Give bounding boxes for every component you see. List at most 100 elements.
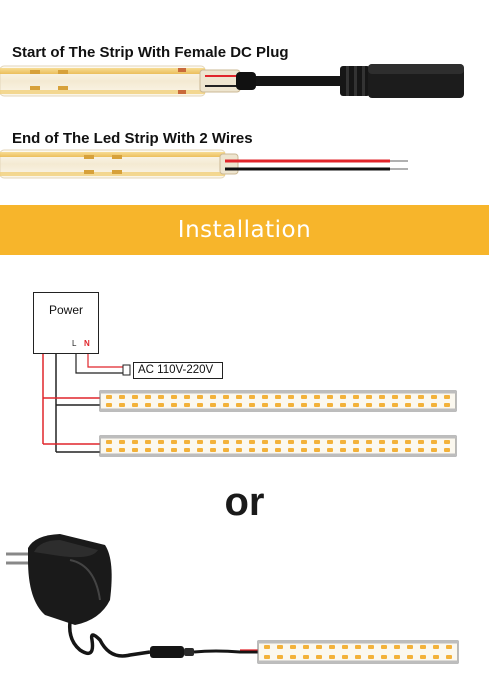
led-chip <box>342 655 348 659</box>
led-chip <box>444 403 450 407</box>
led-chip <box>418 403 424 407</box>
led-strip-adapter <box>257 640 459 664</box>
led-chip <box>288 395 294 399</box>
led-chip <box>314 440 320 444</box>
led-chip <box>264 645 270 649</box>
led-chip <box>249 395 255 399</box>
led-chip <box>379 440 385 444</box>
led-chip <box>132 395 138 399</box>
led-chip <box>366 448 372 452</box>
led-chip <box>171 448 177 452</box>
led-chip <box>316 655 322 659</box>
led-chip <box>353 395 359 399</box>
led-chip <box>379 448 385 452</box>
led-chip <box>171 395 177 399</box>
led-chip <box>223 403 229 407</box>
led-chip <box>366 403 372 407</box>
led-strip-diagram-1 <box>99 390 457 412</box>
led-chip <box>418 395 424 399</box>
led-chip <box>119 448 125 452</box>
led-chip <box>288 403 294 407</box>
led-chip <box>366 395 372 399</box>
led-chip <box>262 448 268 452</box>
led-chip <box>381 645 387 649</box>
led-chip <box>366 440 372 444</box>
led-chip <box>314 448 320 452</box>
led-chip <box>236 395 242 399</box>
led-chip <box>353 403 359 407</box>
led-chip <box>249 448 255 452</box>
led-chip <box>327 448 333 452</box>
led-chip <box>314 395 320 399</box>
led-chip <box>433 645 439 649</box>
led-chip <box>353 448 359 452</box>
led-chip <box>275 395 281 399</box>
led-chip <box>249 403 255 407</box>
led-chip <box>197 403 203 407</box>
led-chip <box>353 440 359 444</box>
led-chip <box>444 448 450 452</box>
led-chip <box>119 403 125 407</box>
led-chip <box>420 655 426 659</box>
led-chip <box>392 440 398 444</box>
led-chip <box>301 440 307 444</box>
led-chip <box>431 395 437 399</box>
led-chip <box>197 440 203 444</box>
led-chip <box>210 448 216 452</box>
led-chip <box>327 440 333 444</box>
led-chip <box>262 395 268 399</box>
led-chip <box>444 440 450 444</box>
led-chip <box>184 448 190 452</box>
led-chip <box>407 645 413 649</box>
led-chip <box>262 440 268 444</box>
led-chip <box>329 645 335 649</box>
led-strip-diagram-2 <box>99 435 457 457</box>
led-chip <box>158 395 164 399</box>
led-chip <box>340 448 346 452</box>
led-chip <box>405 448 411 452</box>
led-chip <box>303 645 309 649</box>
led-chip <box>106 440 112 444</box>
led-chip <box>223 448 229 452</box>
led-chip <box>355 655 361 659</box>
led-chip <box>145 440 151 444</box>
led-chip <box>145 448 151 452</box>
led-chip <box>392 403 398 407</box>
terminal-l-label: L <box>72 339 77 348</box>
led-chip <box>342 645 348 649</box>
led-chip <box>275 403 281 407</box>
led-chip <box>210 395 216 399</box>
led-chip <box>431 403 437 407</box>
led-chip <box>392 395 398 399</box>
led-chip <box>407 655 413 659</box>
led-chip <box>418 440 424 444</box>
led-chip <box>119 395 125 399</box>
led-chip <box>158 440 164 444</box>
led-chip <box>303 655 309 659</box>
led-chip <box>262 403 268 407</box>
led-chip <box>329 655 335 659</box>
or-separator: or <box>224 480 265 524</box>
ac-voltage-label: AC 110V-220V <box>133 362 223 379</box>
led-chip <box>197 448 203 452</box>
led-chip <box>197 395 203 399</box>
led-chip <box>236 440 242 444</box>
led-chip <box>223 440 229 444</box>
power-label: Power <box>48 303 83 317</box>
led-chip <box>340 395 346 399</box>
led-chip <box>394 655 400 659</box>
led-chip <box>405 440 411 444</box>
led-chip <box>119 440 125 444</box>
led-chip <box>264 655 270 659</box>
led-chip <box>171 403 177 407</box>
heading-start-of-strip: Start of The Strip With Female DC Plug <box>12 44 289 61</box>
led-chip <box>327 403 333 407</box>
led-chip <box>405 395 411 399</box>
led-chip <box>316 645 322 649</box>
led-chip <box>379 395 385 399</box>
led-chip <box>301 403 307 407</box>
led-chip <box>210 403 216 407</box>
led-chip <box>223 395 229 399</box>
led-chip <box>249 440 255 444</box>
led-chip <box>171 440 177 444</box>
